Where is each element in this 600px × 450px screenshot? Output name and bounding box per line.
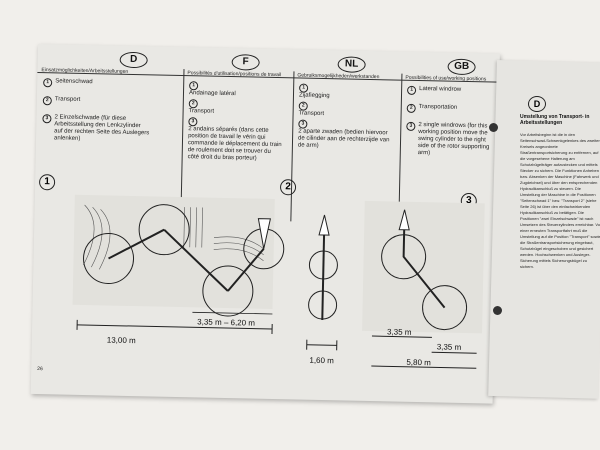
row-text: Lateral windrow	[419, 85, 462, 93]
row-text: Zijafiegging	[298, 92, 330, 100]
windrow-hatching	[83, 204, 264, 270]
right-page-heading: Umstellung von Transport- in Arbeitsstel…	[520, 114, 590, 126]
row-number: 2	[188, 99, 198, 109]
dimension-label: 3,35 m	[436, 342, 462, 352]
row-text: 2 aparte zwaden (bedien hiervoor de cili…	[297, 128, 390, 149]
row-text: Transportation	[418, 103, 458, 111]
row-number: 3	[42, 114, 52, 124]
row-number: 2	[298, 101, 308, 111]
row-number: 1	[43, 78, 53, 88]
row-text: Transport	[188, 108, 215, 115]
dimension-label: 3,35 m	[386, 327, 412, 337]
row-text: Transport	[54, 96, 81, 103]
rotor	[202, 265, 254, 317]
dimension-label: 5,80 m	[406, 357, 431, 368]
dimension-label: 1,60 m	[309, 355, 334, 366]
row-text: 2 Einzelschwade (für diese Arbeitsstellu…	[53, 114, 150, 142]
rake-diagram	[72, 194, 485, 369]
rotor	[422, 285, 468, 331]
rotor	[138, 204, 190, 256]
row-number: 1	[189, 81, 199, 91]
lang-label-de: D	[119, 51, 148, 69]
row-number: 1	[299, 83, 309, 93]
binder-hole	[493, 306, 502, 315]
row-text: 2 single windrows (for this working posi…	[417, 121, 490, 157]
row-number: 2	[42, 96, 52, 106]
left-page: D F NL GB Einsatzmöglichkeiten/Arbeitsst…	[30, 44, 500, 404]
row-number: 1	[407, 85, 417, 95]
dimension-label: 13,00 m	[106, 335, 136, 346]
row-number: 3	[406, 121, 416, 131]
page-number: 26	[37, 366, 43, 373]
lang-label-nl: NL	[337, 56, 366, 73]
lang-label-de-right: D	[528, 96, 546, 112]
right-page-body: Vor Arbeitsbeginn ist die in den Seitens…	[520, 132, 600, 269]
binder-hole	[489, 123, 498, 132]
dimension-label: 3,35 m – 6,20 m	[197, 317, 256, 328]
row-text: Andainage latéral	[188, 90, 236, 98]
row-text: 2 andains séparés (dans cette position d…	[187, 126, 282, 162]
row-text: Seitenschwad	[55, 78, 93, 86]
row-text: Transport	[298, 110, 325, 118]
row-number: 3	[298, 119, 308, 129]
row-number: 2	[406, 103, 416, 113]
row-number: 3	[188, 117, 198, 127]
lang-label-fr: F	[231, 54, 260, 71]
rotor	[83, 233, 135, 285]
lang-label-gb: GB	[447, 58, 476, 76]
